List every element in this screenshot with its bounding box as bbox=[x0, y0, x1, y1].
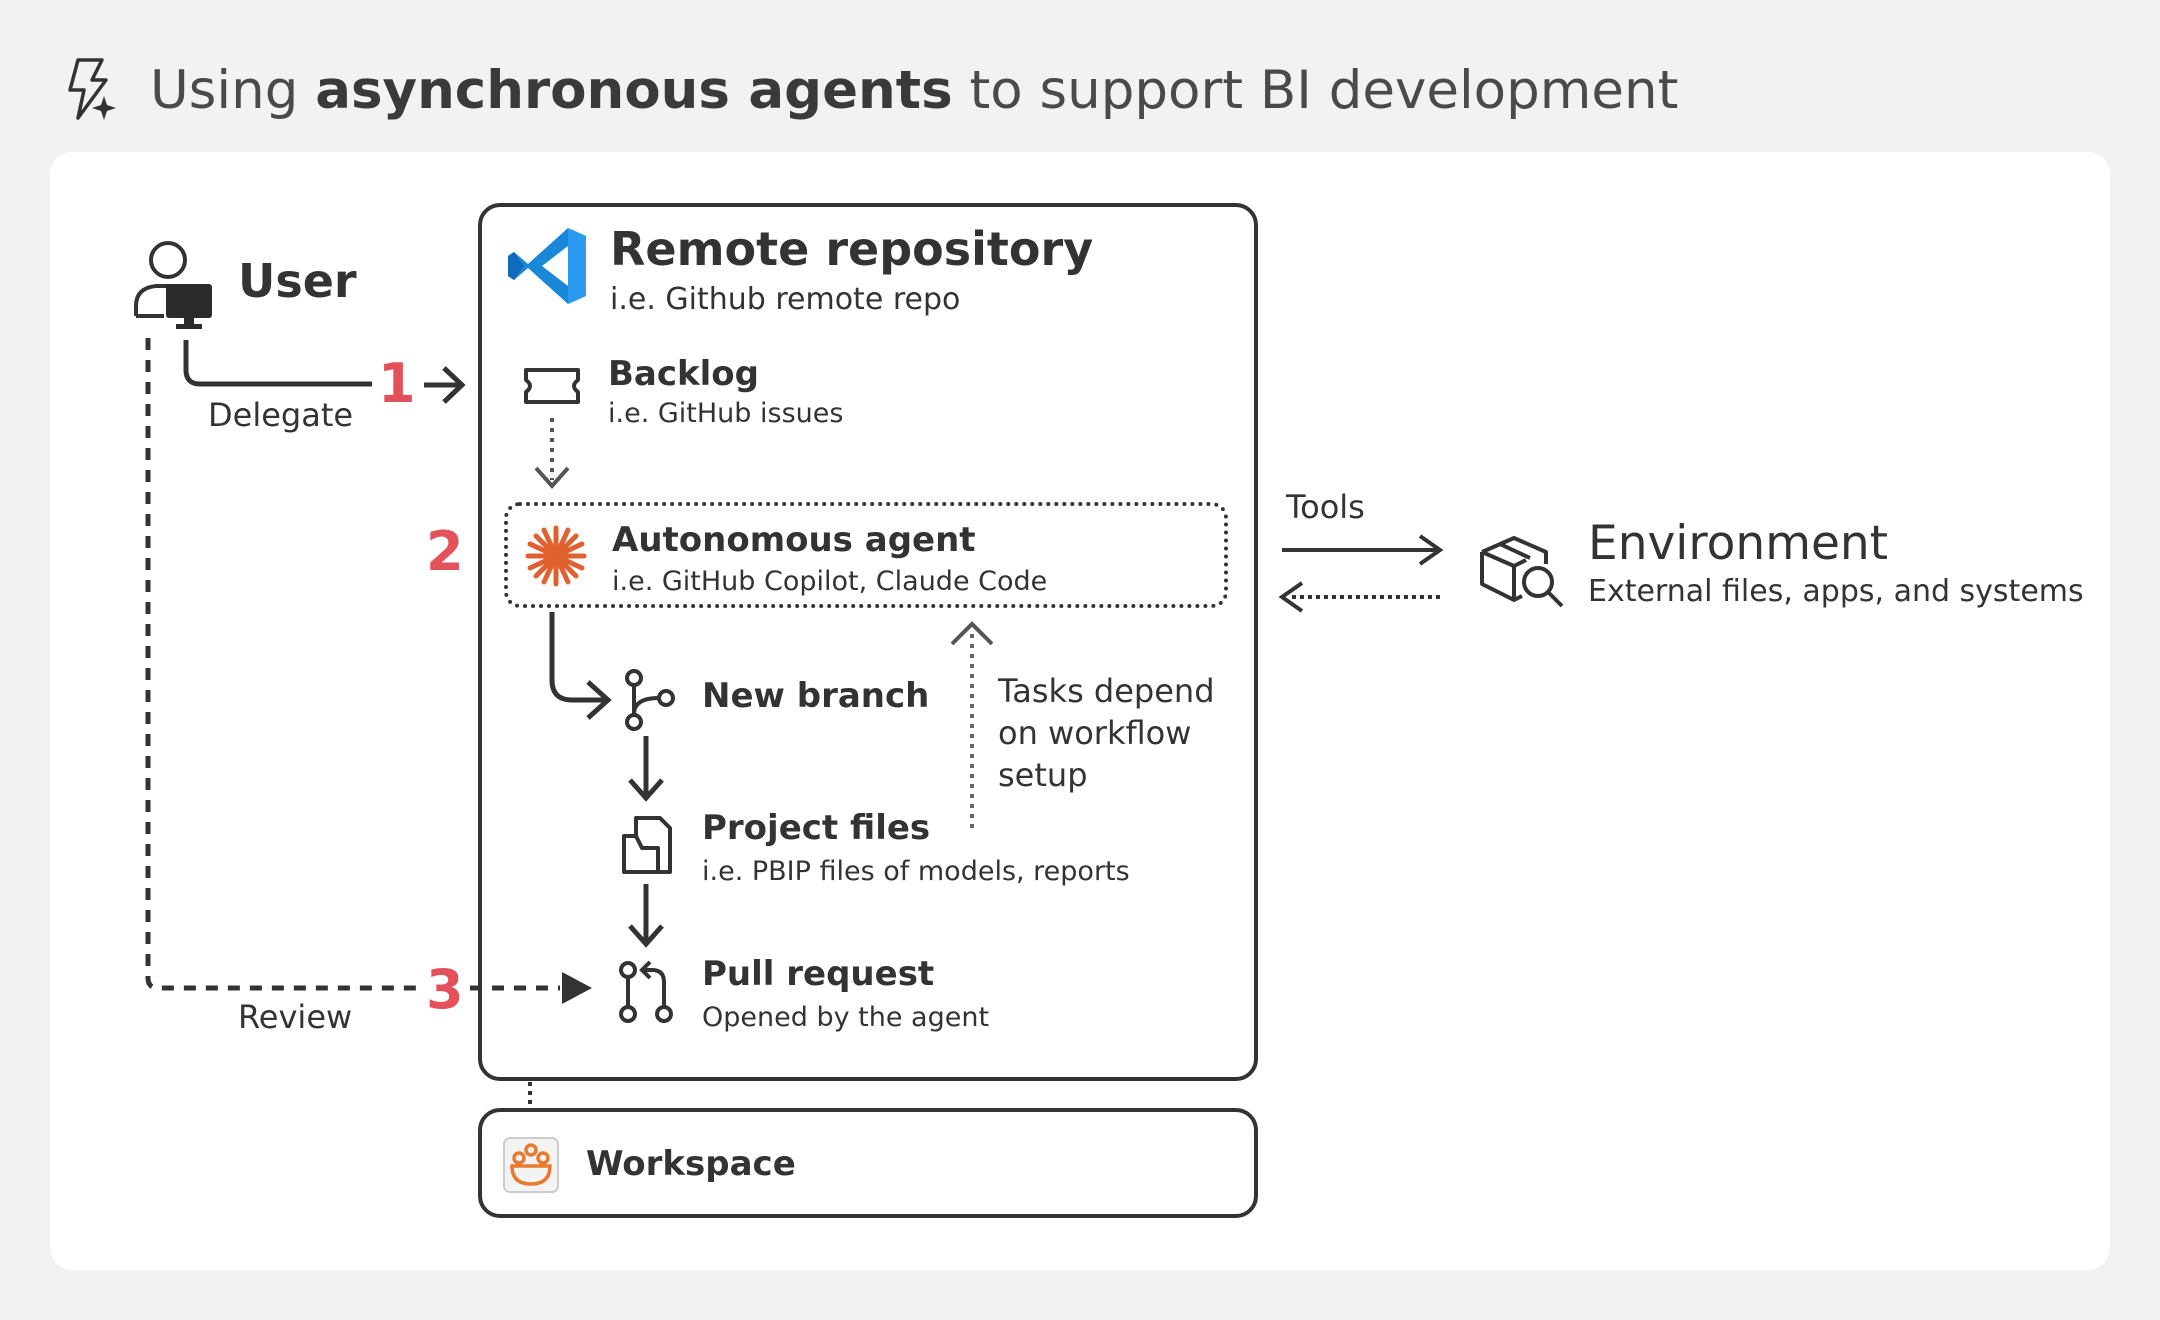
agent-branch-arrowhead bbox=[586, 680, 612, 720]
step-1: 1 bbox=[378, 352, 416, 415]
environment-subtitle: External files, apps, and systems bbox=[1588, 574, 2084, 609]
user-monitor-icon bbox=[134, 241, 212, 329]
files-subtitle: i.e. PBIP files of models, reports bbox=[702, 856, 1130, 887]
environment-title: Environment bbox=[1588, 516, 1889, 571]
agent-branch-connector bbox=[549, 612, 604, 703]
title-row: Using asynchronous agents to support BI … bbox=[58, 50, 1678, 130]
step-3: 3 bbox=[426, 958, 464, 1021]
tools-arrow-in-head bbox=[1278, 581, 1304, 613]
backlog-subtitle: i.e. GitHub issues bbox=[608, 398, 844, 429]
box-search-icon bbox=[1480, 536, 1564, 608]
review-arrowhead bbox=[562, 972, 592, 1004]
agent-subtitle: i.e. GitHub Copilot, Claude Code bbox=[612, 566, 1048, 597]
workspace-label: Workspace bbox=[586, 1144, 796, 1184]
sparkle-lightning-icon bbox=[68, 58, 116, 120]
delegate-arrow bbox=[424, 366, 466, 404]
repository-box bbox=[478, 203, 1258, 1081]
repository-subtitle: i.e. Github remote repo bbox=[610, 282, 961, 317]
tools-label: Tools bbox=[1286, 488, 1365, 526]
vscode-logo-icon bbox=[508, 228, 586, 304]
user-label: User bbox=[238, 254, 357, 308]
tasks-note-line3: setup bbox=[998, 756, 1088, 794]
workspace-box bbox=[478, 1108, 1258, 1218]
page-title: Using asynchronous agents to support BI … bbox=[150, 59, 1679, 121]
tools-arrow-out bbox=[1282, 534, 1444, 566]
tasks-note-line1: Tasks depend bbox=[998, 672, 1215, 710]
tasks-arrowhead bbox=[950, 621, 994, 646]
step-2: 2 bbox=[426, 520, 464, 583]
pr-title: Pull request bbox=[702, 954, 935, 994]
files-title: Project files bbox=[702, 808, 931, 848]
folder-file-icon bbox=[622, 816, 672, 874]
pr-subtitle: Opened by the agent bbox=[702, 1002, 990, 1033]
review-label: Review bbox=[238, 998, 353, 1036]
branch-title: New branch bbox=[702, 676, 930, 716]
backlog-title: Backlog bbox=[608, 354, 759, 394]
delegate-label: Delegate bbox=[208, 396, 354, 434]
agent-box bbox=[504, 502, 1228, 608]
tasks-note-line2: on workflow bbox=[998, 714, 1192, 752]
files-pr-connector bbox=[628, 884, 664, 948]
delegate-connector bbox=[183, 340, 372, 387]
git-branch-icon bbox=[625, 669, 675, 731]
claude-starburst-icon bbox=[525, 525, 587, 587]
fabric-workspace-icon bbox=[503, 1137, 559, 1193]
git-pull-request-icon bbox=[619, 960, 673, 1023]
ticket-icon bbox=[524, 368, 580, 404]
agent-title: Autonomous agent bbox=[612, 520, 976, 560]
repository-title: Remote repository bbox=[610, 222, 1094, 276]
backlog-agent-arrowhead bbox=[534, 466, 570, 490]
review-connector bbox=[145, 338, 422, 991]
branch-files-connector bbox=[628, 736, 664, 802]
